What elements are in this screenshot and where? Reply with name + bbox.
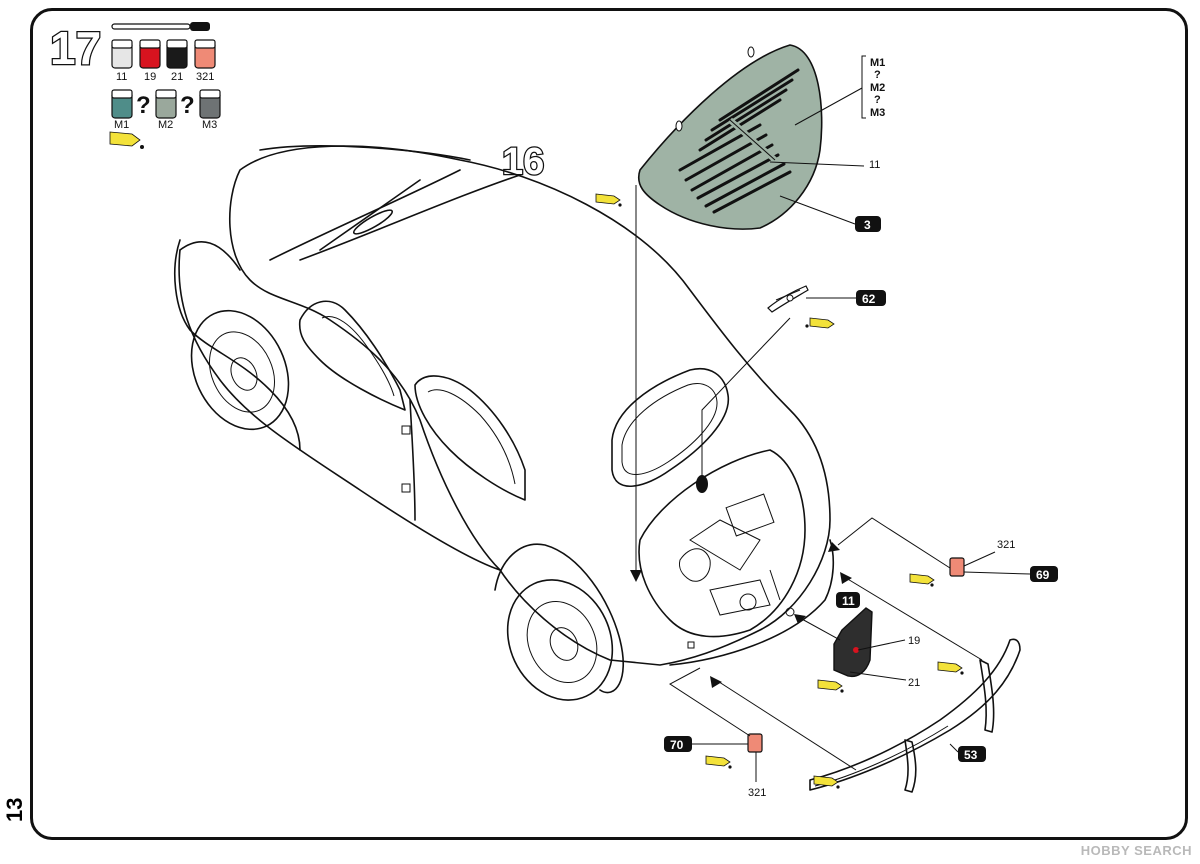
part-tag-69: 69 xyxy=(1030,566,1058,582)
assembly-arrow-line xyxy=(669,667,751,737)
mix-code: M3 xyxy=(202,119,217,131)
mix-ref: ? xyxy=(874,94,881,106)
assembly-arrow-line xyxy=(845,577,983,661)
mix-code: M2 xyxy=(158,119,173,131)
page-frame xyxy=(30,8,1188,840)
arrow-head xyxy=(794,614,806,624)
part-tag-3: 3 xyxy=(855,216,881,232)
paint-label: 11 xyxy=(869,159,880,171)
arrow-head xyxy=(630,570,642,582)
part-tag-53: 53 xyxy=(958,746,986,762)
mix-separator: ? xyxy=(180,92,195,119)
glue-icon xyxy=(813,775,840,789)
svg-text:69: 69 xyxy=(1036,568,1050,582)
paint-code: 21 xyxy=(171,71,183,83)
paint-code: 321 xyxy=(196,71,214,83)
assembly-arrow-line xyxy=(701,317,791,478)
svg-text:62: 62 xyxy=(862,292,876,306)
mix-jar-m3 xyxy=(199,89,221,119)
mix-ref: M3 xyxy=(870,107,885,119)
mount-point xyxy=(696,475,708,493)
glue-icon xyxy=(705,755,732,769)
color-mix-bracket xyxy=(794,55,866,126)
paint-code: 11 xyxy=(116,71,127,83)
glue-icon xyxy=(805,317,835,329)
page-number: 13 xyxy=(2,797,27,822)
paint-label: 19 xyxy=(908,635,920,647)
paint-label: 321 xyxy=(748,787,766,799)
leader-line xyxy=(779,195,856,225)
leader-line xyxy=(769,161,865,167)
leader-line xyxy=(849,671,907,681)
leader-line xyxy=(857,639,906,651)
svg-text:53: 53 xyxy=(964,748,978,762)
part-tag-70: 70 xyxy=(664,736,692,752)
leader-line xyxy=(963,571,1031,575)
part-11-license-plate xyxy=(833,607,873,678)
mix-jar-m1 xyxy=(111,89,133,119)
svg-text:3: 3 xyxy=(864,218,871,232)
paint-jar-19 xyxy=(139,39,161,69)
paint-jar-321 xyxy=(194,39,216,69)
paint-jar-11 xyxy=(111,39,133,69)
assembly-arrow-line xyxy=(715,679,857,771)
arrow-head xyxy=(840,572,852,584)
mix-separator: ? xyxy=(136,92,151,119)
paint-jar-21 xyxy=(166,39,188,69)
paint-label: 321 xyxy=(997,539,1015,551)
glue-icon xyxy=(937,661,964,675)
part-69-reflector xyxy=(949,557,965,577)
glue-icon xyxy=(817,679,844,693)
watermark: HOBBY SEARCH xyxy=(1080,843,1192,858)
glue-icon xyxy=(909,573,935,587)
mix-ref: M1 xyxy=(870,57,885,69)
mix-ref: M2 xyxy=(870,82,885,94)
part-3-vent-panel xyxy=(638,44,823,230)
paint-label: 21 xyxy=(908,677,920,689)
arrow-head xyxy=(828,542,840,552)
glue-icon xyxy=(595,193,622,207)
svg-text:11: 11 xyxy=(842,594,855,608)
svg-text:70: 70 xyxy=(670,738,684,752)
mix-ref: ? xyxy=(874,69,881,81)
car-body-outline xyxy=(174,145,835,701)
mix-jar-m2 xyxy=(155,89,177,119)
arrow-head xyxy=(710,676,722,688)
part-tag-62: 62 xyxy=(856,290,886,306)
part-tag-11: 11 xyxy=(836,592,860,608)
assembly-arrow-line xyxy=(837,517,951,569)
brush-icon xyxy=(111,22,210,31)
assembly-arrow-line xyxy=(799,617,841,641)
step-number: 17 xyxy=(50,22,101,74)
mix-code: M1 xyxy=(114,119,129,131)
leader-line xyxy=(949,743,959,753)
glue-icon xyxy=(109,131,144,149)
part-62-emblem xyxy=(767,285,809,313)
part-70-reflector xyxy=(747,733,763,753)
paint-code: 19 xyxy=(144,71,156,83)
leader-line xyxy=(963,551,996,567)
